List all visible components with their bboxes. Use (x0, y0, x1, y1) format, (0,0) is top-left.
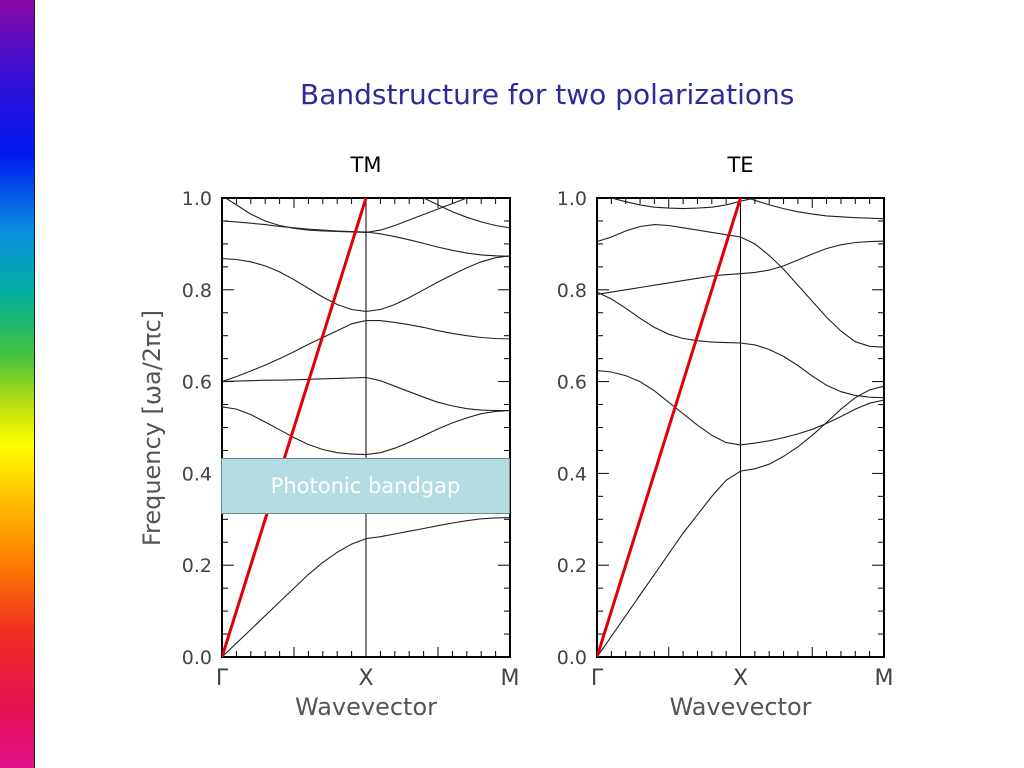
chart-1-light-line (597, 198, 742, 657)
chart-0-y-tick-label: 0.0 (182, 647, 212, 669)
chart-0-y-tick-label: 0.2 (182, 555, 212, 577)
rainbow-accent-bar (0, 0, 35, 768)
chart-1-x-tick-label: Γ (591, 666, 604, 691)
chart-0-band-2 (222, 376, 510, 412)
chart-0-x-tick-label: Γ (216, 666, 229, 691)
chart-0-y-tick-label: 0.6 (182, 372, 212, 394)
chart-0-band-0 (222, 516, 510, 657)
chart-0-x-tick-label: M (501, 666, 520, 691)
chart-0-band-6 (224, 198, 467, 233)
te-band-chart: 0.0 0.2 0.4 0.6 0.8 1.0Γ X M Wavevector TE (557, 153, 894, 721)
photonic-bandgap-box: Photonic bandgap (221, 458, 510, 514)
chart-0-x-axis-label: Wavevector (295, 693, 437, 721)
chart-0-band-1 (222, 406, 510, 456)
tm-band-chart: 0.0 0.2 0.4 0.6 0.8 1.0Γ X M Wavevector TM (182, 153, 520, 721)
chart-0-band-7 (423, 198, 510, 229)
chart-0-band-3 (222, 320, 510, 383)
chart-1-x-axis-label: Wavevector (670, 693, 812, 721)
chart-0-light-line (222, 198, 368, 657)
chart-1-band-4 (597, 224, 884, 348)
chart-1-band-1 (597, 370, 884, 446)
chart-0-x-tick-label: X (358, 666, 373, 691)
chart-1-y-tick-label: 0.8 (557, 280, 587, 302)
chart-1-band-2 (597, 291, 884, 399)
chart-0-y-tick-label: 0.4 (182, 463, 212, 485)
chart-1-y-tick-label: 0.4 (557, 463, 587, 485)
chart-1-band-3 (597, 240, 884, 295)
slide-title: Bandstructure for two polarizations (300, 78, 795, 111)
chart-1-band-6 (745, 198, 884, 220)
chart-0-y-tick-label: 1.0 (182, 188, 212, 210)
chart-0-y-tick-label: 0.8 (182, 280, 212, 302)
chart-1-y-tick-label: 1.0 (557, 188, 587, 210)
chart-1-band-5 (609, 198, 756, 210)
chart-1-title: TE (726, 153, 753, 177)
y-axis-label: Frequency [ωa/2πc] (138, 310, 166, 546)
chart-1-x-tick-label: M (875, 666, 894, 691)
chart-1-y-tick-label: 0.2 (557, 555, 587, 577)
chart-0-title: TM (350, 153, 382, 177)
chart-1-y-tick-label: 0.6 (557, 372, 587, 394)
y-axis-label-text: Frequency [ωa/2πc] (138, 310, 166, 546)
chart-0-band-4 (222, 255, 510, 312)
chart-1-y-tick-label: 0.0 (557, 647, 587, 669)
chart-1-x-tick-label: X (733, 666, 748, 691)
chart-1-band-0 (597, 385, 884, 657)
bandgap-label: Photonic bandgap (270, 474, 461, 498)
